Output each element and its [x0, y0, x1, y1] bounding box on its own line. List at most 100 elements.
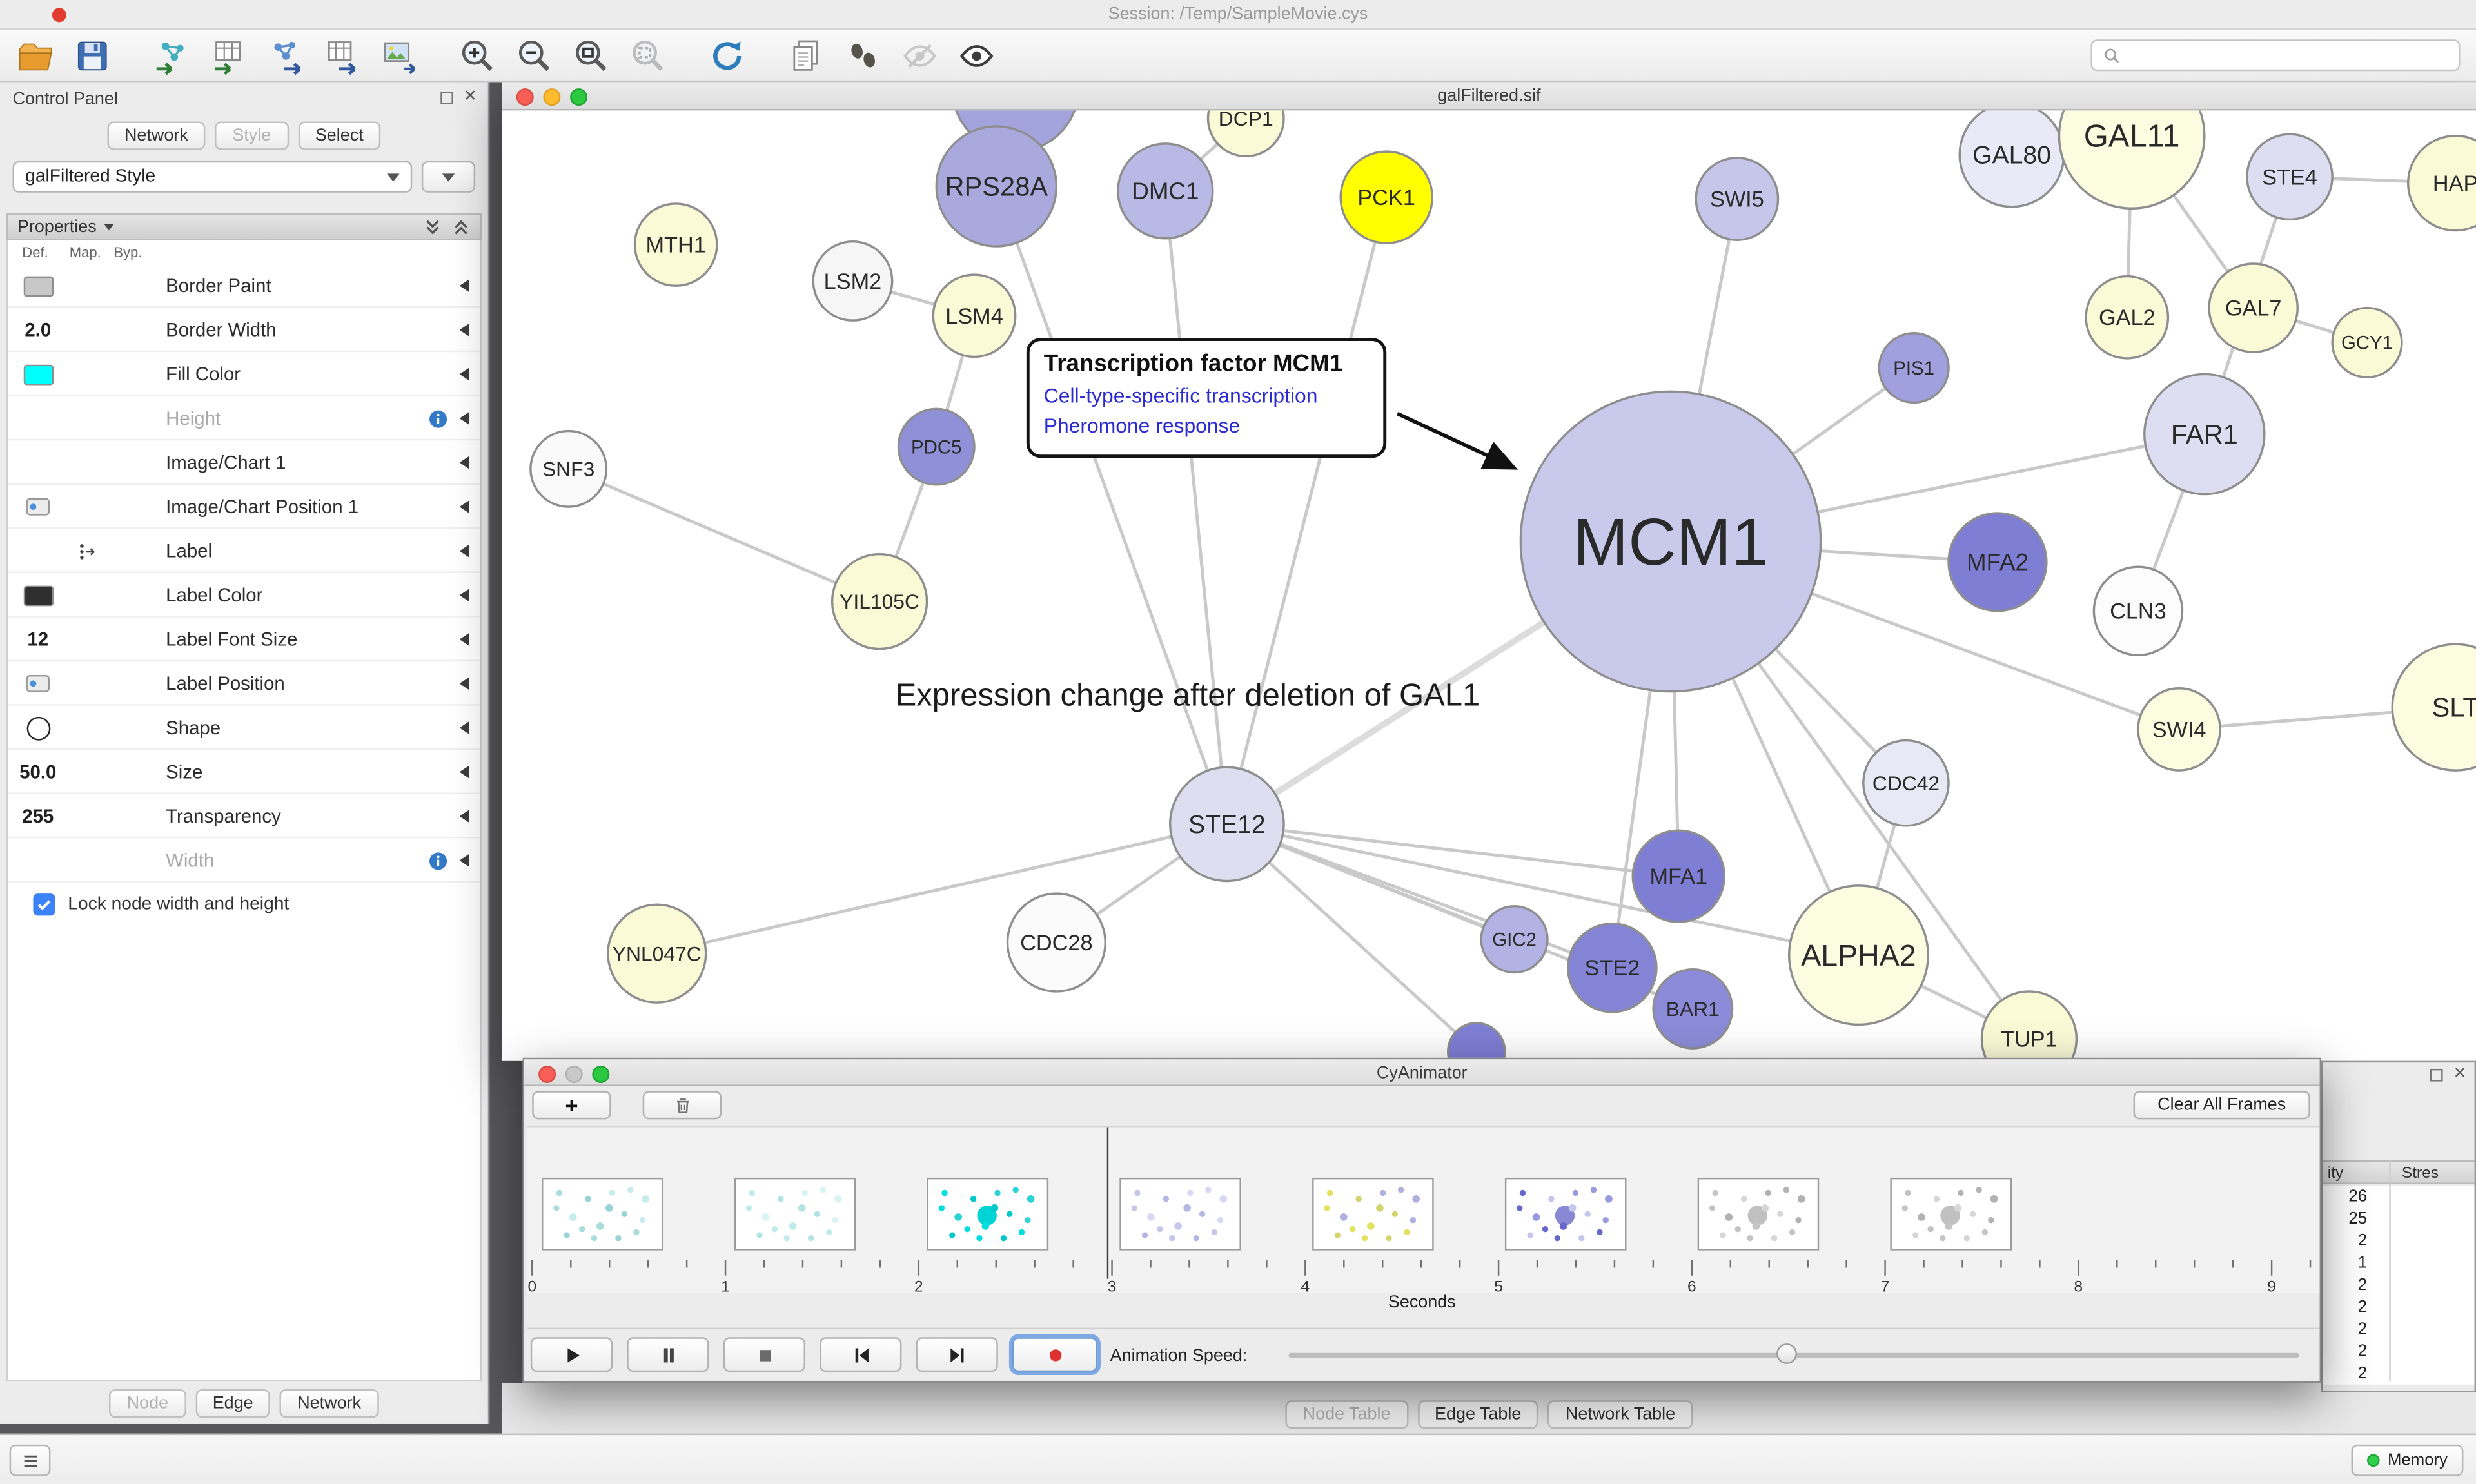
- network-node-ste4[interactable]: [2246, 133, 2334, 221]
- property-row-width[interactable]: Width: [8, 838, 480, 883]
- export-image-icon[interactable]: [377, 35, 418, 76]
- network-node-mfa2[interactable]: [1947, 512, 2048, 612]
- network-node-swi5[interactable]: [1695, 157, 1780, 241]
- default-value[interactable]: 12: [27, 628, 49, 650]
- default-value[interactable]: 255: [22, 805, 54, 828]
- info-icon[interactable]: [428, 850, 449, 871]
- network-node-gic2[interactable]: [1480, 905, 1549, 974]
- expand-arrow[interactable]: [459, 279, 469, 293]
- network-edge-YNL047C-STE12[interactable]: [656, 822, 1228, 955]
- frame-thumbnail-8[interactable]: [1890, 1177, 2012, 1251]
- network-node-pck1[interactable]: [1339, 150, 1433, 244]
- property-row-height[interactable]: Height: [8, 396, 480, 441]
- pause-button[interactable]: [627, 1337, 709, 1372]
- zoom-window-button[interactable]: [592, 1064, 610, 1082]
- speed-slider-handle[interactable]: [1776, 1343, 1797, 1364]
- expand-arrow[interactable]: [459, 633, 469, 646]
- network-node-cdc28[interactable]: [1006, 892, 1107, 993]
- network-node-alpha2[interactable]: [1787, 884, 1929, 1026]
- network-node-mcm1[interactable]: [1519, 390, 1822, 693]
- network-node-node-bottom[interactable]: [1447, 1022, 1506, 1061]
- network-node-cdc42[interactable]: [1862, 739, 1950, 827]
- expand-arrow[interactable]: [459, 412, 469, 425]
- network-node-dmc1[interactable]: [1117, 142, 1214, 240]
- network-node-pis1[interactable]: [1878, 332, 1950, 404]
- frame-thumbnail-3[interactable]: [927, 1177, 1049, 1251]
- expand-arrow[interactable]: [459, 677, 469, 690]
- default-swatch[interactable]: [23, 275, 54, 297]
- collapse-all-icon[interactable]: [451, 217, 470, 236]
- annotation-link[interactable]: Pheromone response: [1043, 413, 1241, 437]
- checkbox-checked-icon[interactable]: [33, 893, 55, 916]
- network-node-bar1[interactable]: [1652, 968, 1734, 1050]
- network-node-gal11[interactable]: [2058, 110, 2206, 210]
- save-session-icon[interactable]: [71, 35, 112, 76]
- property-row-border-paint[interactable]: Border Paint: [8, 264, 480, 308]
- frame-thumbnail-5[interactable]: [1312, 1177, 1434, 1251]
- export-table-icon[interactable]: [320, 35, 362, 76]
- memory-button[interactable]: Memory: [2351, 1444, 2464, 1476]
- expand-arrow[interactable]: [459, 765, 469, 779]
- default-value[interactable]: 2.0: [25, 318, 52, 341]
- results-row[interactable]: 1: [2357, 1253, 2368, 1273]
- property-row-image-chart-1[interactable]: Image/Chart 1: [8, 440, 480, 485]
- results-row[interactable]: 2: [2357, 1298, 2368, 1317]
- table-tab-edge-table[interactable]: Edge Table: [1417, 1400, 1539, 1429]
- zoom-fit-icon[interactable]: [570, 35, 611, 76]
- zoom-in-icon[interactable]: [457, 35, 498, 76]
- results-row[interactable]: 2: [2357, 1275, 2368, 1295]
- frame-thumbnail-1[interactable]: [542, 1177, 663, 1251]
- info-icon[interactable]: [428, 408, 449, 429]
- previous-frame-button[interactable]: [820, 1337, 902, 1372]
- next-frame-button[interactable]: [916, 1337, 998, 1372]
- network-node-gal2[interactable]: [2085, 275, 2170, 360]
- style-selector[interactable]: galFiltered Style: [12, 161, 413, 193]
- style-options-button[interactable]: [421, 161, 476, 193]
- close-window-button[interactable]: [538, 1064, 556, 1082]
- frame-thumbnail-4[interactable]: [1119, 1177, 1241, 1251]
- default-value[interactable]: 50.0: [19, 761, 57, 783]
- copy-icon[interactable]: [785, 35, 826, 76]
- network-node-ste12[interactable]: [1168, 766, 1285, 883]
- close-icon[interactable]: ✕: [2453, 1066, 2467, 1084]
- network-node-dcp1[interactable]: [1206, 110, 1285, 158]
- lock-size-row[interactable]: Lock node width and height: [8, 883, 480, 916]
- network-node-lsm4[interactable]: [932, 273, 1017, 358]
- frame-thumbnail-6[interactable]: [1504, 1177, 1627, 1251]
- close-icon[interactable]: ✕: [464, 88, 477, 106]
- table-tab-network-table[interactable]: Network Table: [1548, 1400, 1693, 1429]
- clear-all-frames-button[interactable]: Clear All Frames: [2133, 1091, 2310, 1120]
- results-row[interactable]: 2: [2357, 1342, 2368, 1362]
- network-node-cln3[interactable]: [2092, 565, 2184, 657]
- network-node-slt[interactable]: [2391, 643, 2476, 772]
- float-window-icon[interactable]: [2430, 1068, 2442, 1082]
- default-swatch[interactable]: [23, 364, 54, 385]
- network-node-gal7[interactable]: [2208, 262, 2299, 353]
- search-box[interactable]: [2090, 39, 2461, 72]
- position-icon[interactable]: [25, 497, 50, 516]
- network-node-tup1[interactable]: [1980, 990, 2078, 1061]
- delete-frame-button[interactable]: [642, 1091, 722, 1120]
- timeline[interactable]: [527, 1126, 2320, 1293]
- float-window-icon[interactable]: [440, 92, 453, 104]
- expand-arrow[interactable]: [459, 456, 469, 469]
- property-row-label[interactable]: Label: [8, 529, 480, 573]
- search-input[interactable]: [2128, 46, 2450, 65]
- network-node-pdc5[interactable]: [897, 407, 976, 486]
- network-node-yil105c[interactable]: [830, 552, 928, 650]
- network-edge-SNF3-YIL105C[interactable]: [567, 467, 881, 603]
- expand-arrow[interactable]: [459, 367, 469, 381]
- network-edge-PCK1-STE12[interactable]: [1225, 197, 1388, 825]
- expand-arrow[interactable]: [459, 721, 469, 734]
- network-node-far1[interactable]: [2143, 373, 2266, 496]
- playhead[interactable]: [1106, 1127, 1110, 1279]
- refresh-icon[interactable]: [706, 35, 747, 76]
- results-row[interactable]: 25: [2348, 1209, 2368, 1229]
- import-table-icon[interactable]: [207, 35, 248, 76]
- network-edge-DMC1-STE12[interactable]: [1163, 191, 1229, 825]
- network-node-swi4[interactable]: [2137, 687, 2221, 772]
- property-row-label-position[interactable]: Label Position: [8, 661, 480, 706]
- results-row[interactable]: 26: [2348, 1187, 2368, 1207]
